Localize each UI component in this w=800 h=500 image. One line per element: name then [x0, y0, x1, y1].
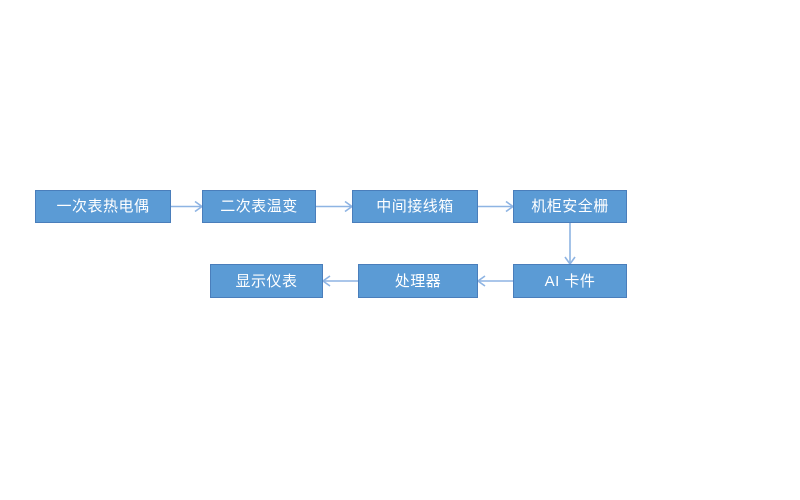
- connector-arrowhead: [344, 200, 354, 213]
- flowchart-node-label: 二次表温变: [220, 198, 298, 215]
- flowchart-connector-c2: [316, 200, 354, 213]
- flowchart-node-label: 机柜安全栅: [531, 198, 609, 215]
- flowchart-connector-c4: [564, 223, 576, 266]
- connector-arrowhead: [476, 275, 486, 287]
- flowchart-node-label: 一次表热电偶: [56, 198, 150, 215]
- connector-arrowhead: [321, 275, 331, 287]
- flowchart-node-label: AI 卡件: [544, 272, 596, 290]
- flowchart-node-label: 显示仪表: [235, 272, 298, 290]
- flowchart-node-n5[interactable]: AI 卡件: [513, 264, 627, 298]
- connector-arrowhead: [564, 256, 576, 266]
- flowchart-node-n1[interactable]: 一次表热电偶: [35, 190, 171, 223]
- flowchart-node-label: 处理器: [394, 272, 442, 290]
- flowchart-node-n6[interactable]: 处理器: [358, 264, 478, 298]
- flowchart-connector-c5: [476, 275, 513, 287]
- flowchart-node-n4[interactable]: 机柜安全栅: [513, 190, 627, 223]
- flowchart-connector-c1: [171, 200, 204, 213]
- flowchart-node-n3[interactable]: 中间接线箱: [352, 190, 478, 223]
- flowchart-node-n7[interactable]: 显示仪表: [210, 264, 323, 298]
- flowchart-connector-c6: [321, 275, 358, 287]
- flowchart-node-n2[interactable]: 二次表温变: [202, 190, 316, 223]
- connector-arrowhead: [194, 200, 204, 213]
- flowchart-node-label: 中间接线箱: [376, 198, 454, 215]
- flowchart-connector-c3: [478, 200, 515, 213]
- connector-arrowhead: [505, 200, 515, 213]
